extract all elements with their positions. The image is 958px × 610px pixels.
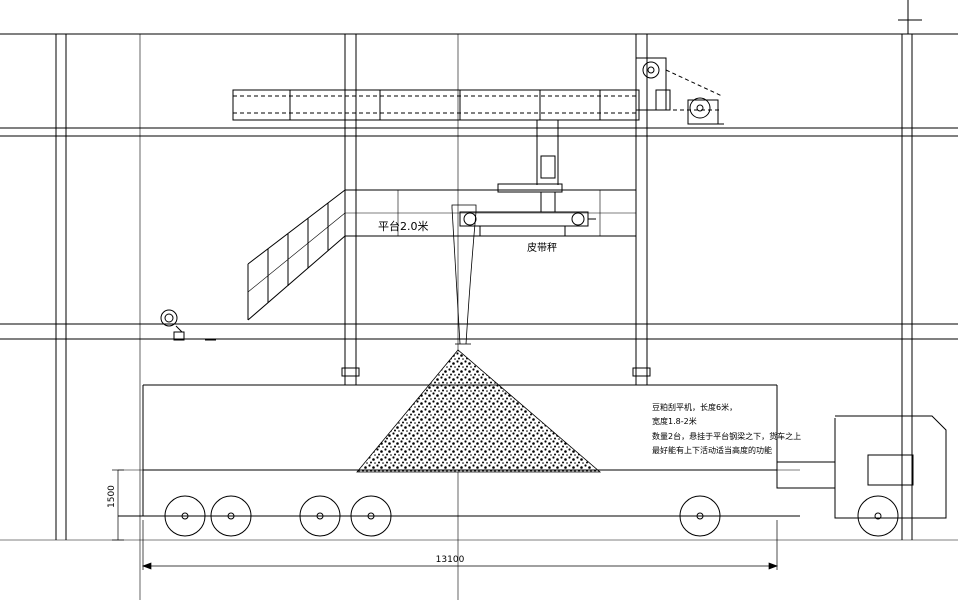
design-note: 豆粕刮平机，长度6米， 宽度1.8-2米 数量2台，悬挂于平台钢梁之下，货车之上… — [652, 402, 801, 455]
note-line-3: 数量2台，悬挂于平台钢梁之下，货车之上 — [652, 431, 801, 441]
truck-wheels — [164, 495, 899, 537]
dimension-lines — [0, 469, 958, 570]
truck-cab — [776, 415, 947, 519]
note-line-2: 宽度1.8-2米 — [652, 416, 697, 426]
note-line-1: 豆粕刮平机，长度6米， — [652, 402, 737, 412]
top-conveyor — [232, 57, 724, 125]
material-pile — [356, 349, 602, 473]
platform-label: 平台2.0米 — [378, 219, 429, 233]
belt-scale-label: 皮带秤 — [527, 241, 557, 254]
dimension-height-label: 1500 — [107, 485, 117, 508]
note-line-4: 最好能有上下活动适当高度的功能 — [652, 445, 772, 455]
truck-trailer — [118, 384, 800, 517]
falling-stream — [451, 204, 477, 345]
belt-scale-assembly — [459, 120, 596, 236]
platform-structure — [247, 189, 636, 321]
winch-icon — [160, 309, 216, 341]
dimension-length-label: 13100 — [436, 555, 465, 565]
